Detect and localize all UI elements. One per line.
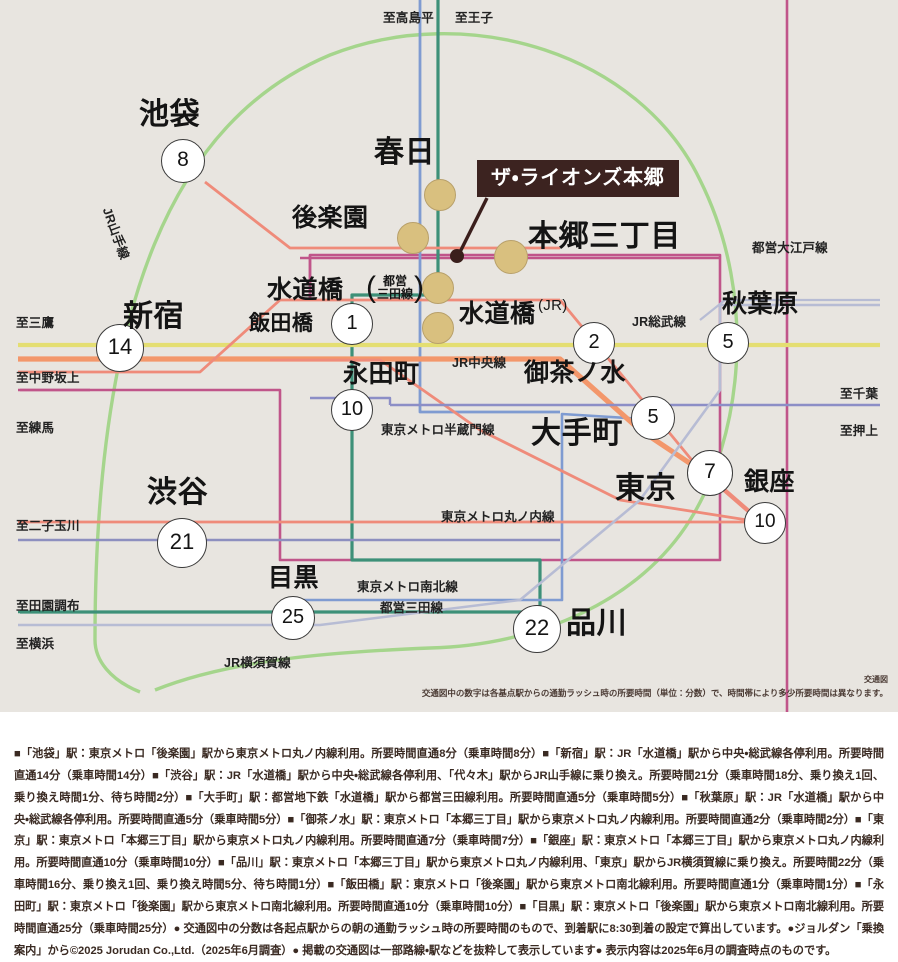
rail-lines-svg [18,0,880,712]
transit-map: JR山手線 JR中央線 JR総武線 JR横須賀線 都営大江戸線 都営三田線 東京… [0,0,898,712]
line-metro-hanzomon-w [310,396,392,405]
line-jr-yamanote-tail [93,639,141,694]
footnote-text: ■「池袋」駅：東京メトロ「後楽園」駅から東京メトロ丸ノ内線利用。所要時間直通8分… [14,748,884,957]
line-jr-chuo [18,356,702,473]
line-metro-namboku-s [418,380,560,414]
line-jr-yamanote [93,32,739,692]
line-metro-marunouchi-b [18,299,762,524]
line-metro-marunouchi-nagata [270,358,761,524]
property-callout[interactable]: ザ・ライオンズ本郷 [477,160,679,197]
line-ginza-connector [704,470,761,522]
map-note-text: 交通図中の数字は各基点駅からの通勤ラッシュ時の所要時間（単位：分数）で、時間帯に… [421,688,888,699]
line-toei-mita [350,0,440,415]
line-metro-marunouchi [18,298,560,374]
map-note: 交通図 交通図中の数字は各基点駅からの通勤ラッシュ時の所要時間（単位：分数）で、… [422,674,888,700]
line-toei-mita-south [20,415,542,614]
map-note-tag: 交通図 [864,675,888,685]
line-jr-yokosuka [18,303,880,627]
line-chiba-branch [699,298,880,321]
line-metro-namboku-meguro [300,412,661,602]
footnote-panel: ■「池袋」駅：東京メトロ「後楽園」駅から東京メトロ丸ノ内線利用。所要時間直通8分… [0,712,898,961]
